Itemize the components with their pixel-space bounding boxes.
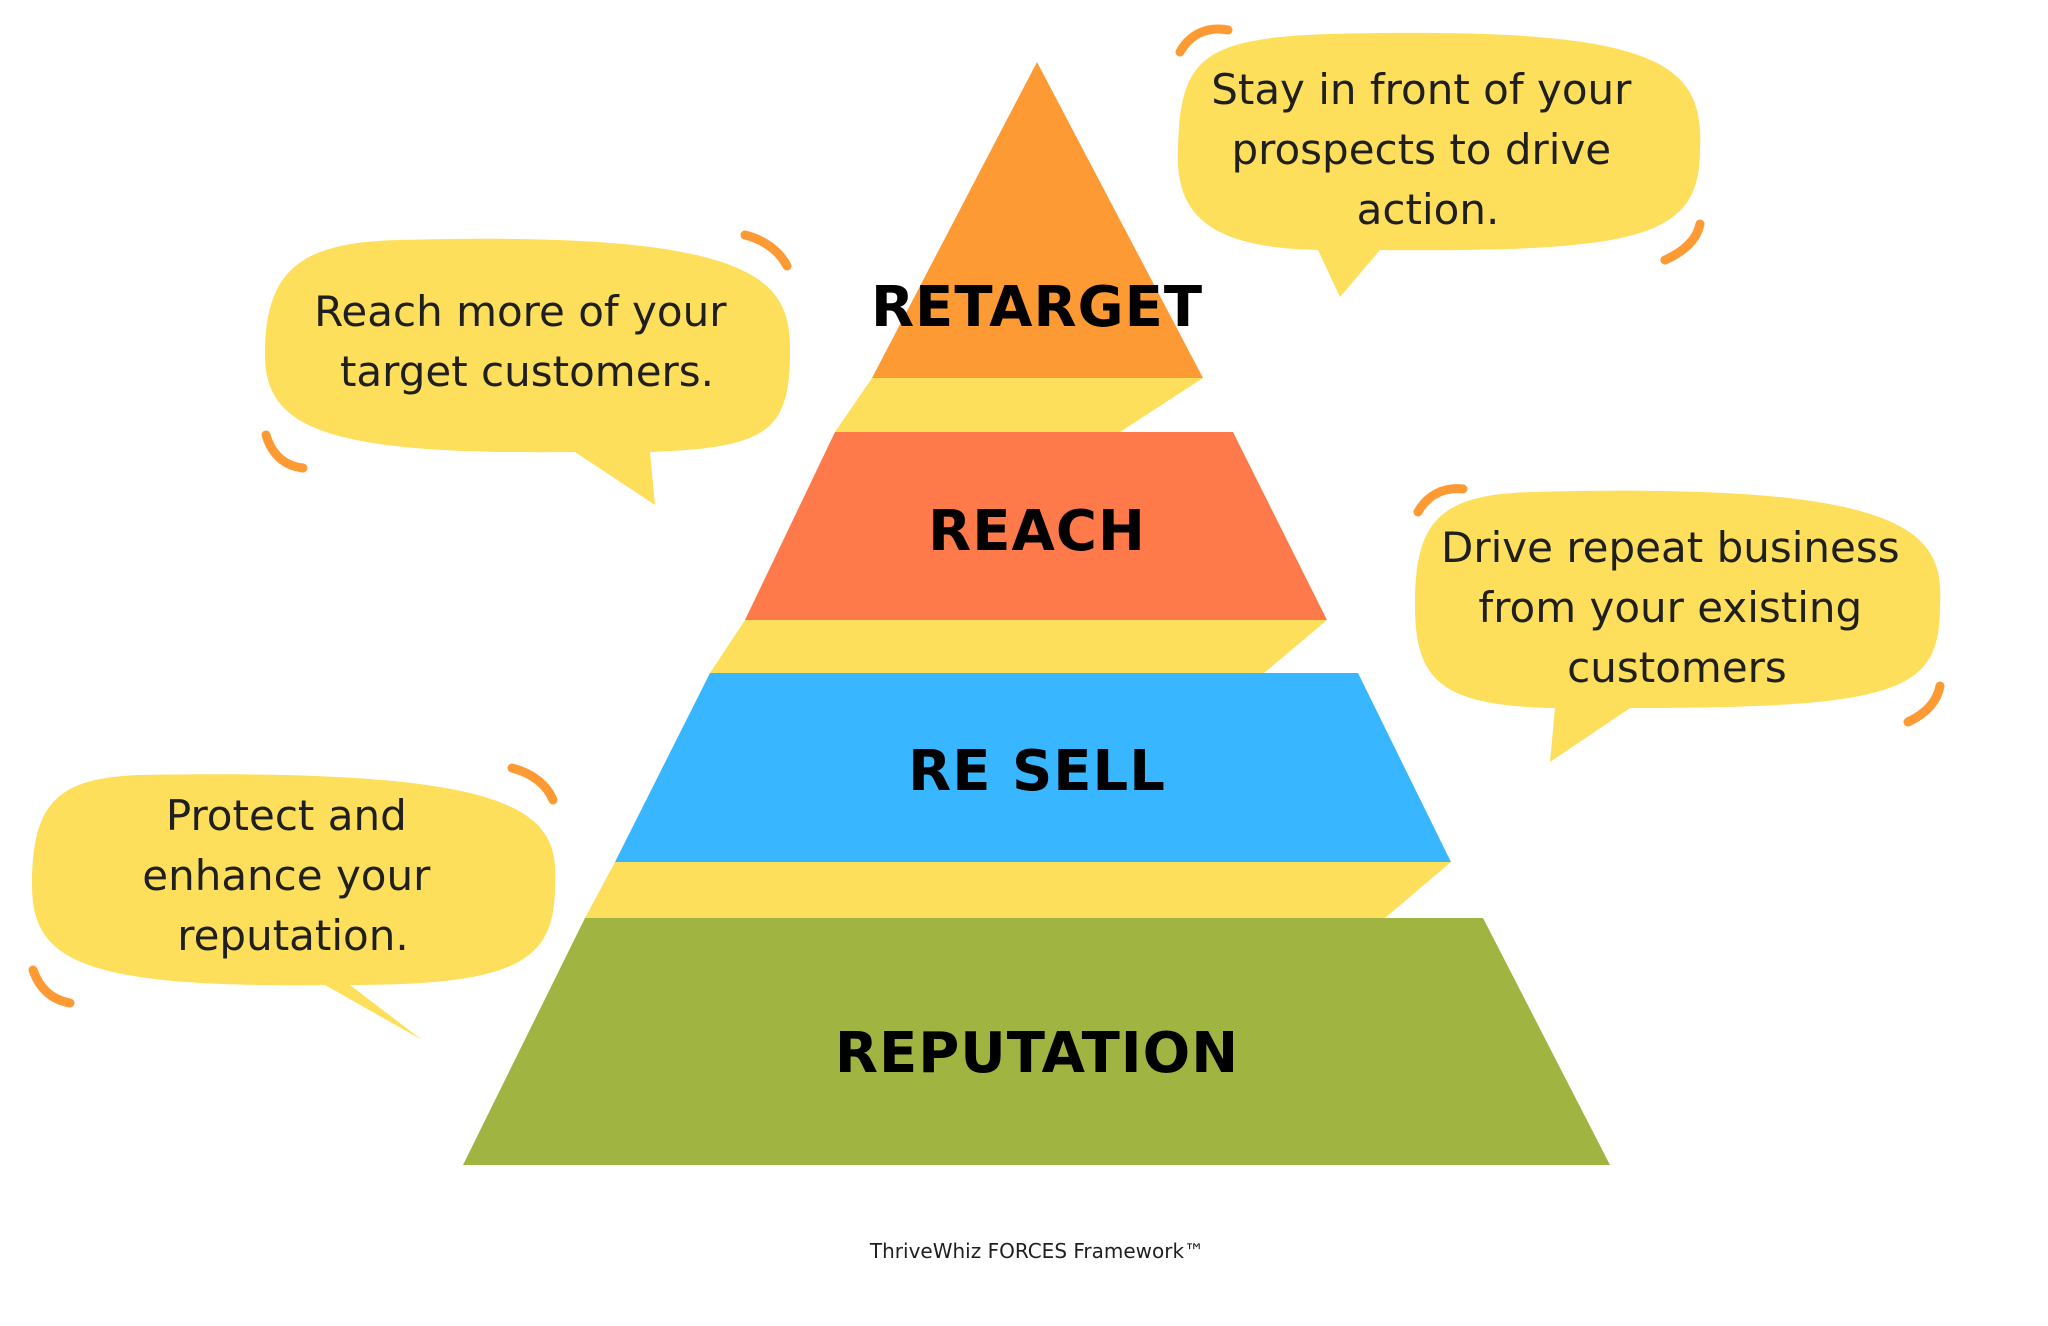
bubble-shape xyxy=(265,238,790,505)
bubble-accent-mark xyxy=(1903,681,1945,727)
bubble-line: target customers. xyxy=(340,347,714,396)
bubble-shape xyxy=(1415,490,1941,762)
bubble-text-resell: Drive repeat business from your existing… xyxy=(1441,523,1913,692)
tier-reach xyxy=(745,432,1327,620)
bubble-text-reputation: Protect and enhance your reputation. xyxy=(142,791,444,960)
footer-caption: ThriveWhiz FORCES Framework™ xyxy=(869,1239,1204,1263)
speech-bubble-reach: Reach more of your target customers. xyxy=(261,230,792,505)
tier-label-reputation: REPUTATION xyxy=(835,1021,1239,1086)
bubble-shape xyxy=(1177,32,1701,297)
pyramid-connectors xyxy=(585,378,1451,918)
bubble-line: Stay in front of your xyxy=(1211,65,1632,114)
bubble-accent-mark xyxy=(740,230,792,271)
bubble-text-retarget: Stay in front of your prospects to drive… xyxy=(1211,65,1645,234)
tier-retarget xyxy=(872,62,1203,378)
tier-reputation xyxy=(463,918,1610,1165)
tier-label-reach: REACH xyxy=(928,499,1146,564)
bubble-shape xyxy=(32,774,556,1040)
bubble-accent-mark xyxy=(261,430,308,473)
bubble-accent-mark xyxy=(1175,24,1233,57)
bubble-line: Reach more of your xyxy=(314,287,727,336)
bubble-line: reputation. xyxy=(177,911,408,960)
tier-resell xyxy=(615,673,1451,862)
bubble-line: enhance your xyxy=(142,851,431,900)
bubble-accent-mark xyxy=(507,763,558,805)
bubble-text-reach: Reach more of your target customers. xyxy=(314,287,740,396)
speech-bubble-retarget: Stay in front of your prospects to drive… xyxy=(1175,24,1705,297)
bubble-accent-mark xyxy=(1660,219,1705,265)
pyramid: RETARGET REACH RE SELL REPUTATION xyxy=(463,62,1610,1165)
bubble-line: from your existing xyxy=(1478,583,1862,632)
tier-label-resell: RE SELL xyxy=(908,739,1166,804)
speech-bubble-reputation: Protect and enhance your reputation. xyxy=(28,763,558,1040)
bubble-line: prospects to drive xyxy=(1231,125,1611,174)
connector-resell-reputation xyxy=(585,862,1451,918)
speech-bubble-resell: Drive repeat business from your existing… xyxy=(1413,484,1945,762)
bubble-accent-mark xyxy=(1413,484,1468,517)
bubble-line: Drive repeat business xyxy=(1441,523,1900,572)
tier-label-retarget: RETARGET xyxy=(871,275,1203,340)
connector-reach-resell xyxy=(710,620,1327,673)
bubble-line: action. xyxy=(1357,185,1500,234)
bubble-line: customers xyxy=(1567,643,1787,692)
bubble-accent-mark xyxy=(28,965,75,1008)
bubble-line: Protect and xyxy=(166,791,407,840)
connector-retarget-reach xyxy=(835,378,1203,432)
